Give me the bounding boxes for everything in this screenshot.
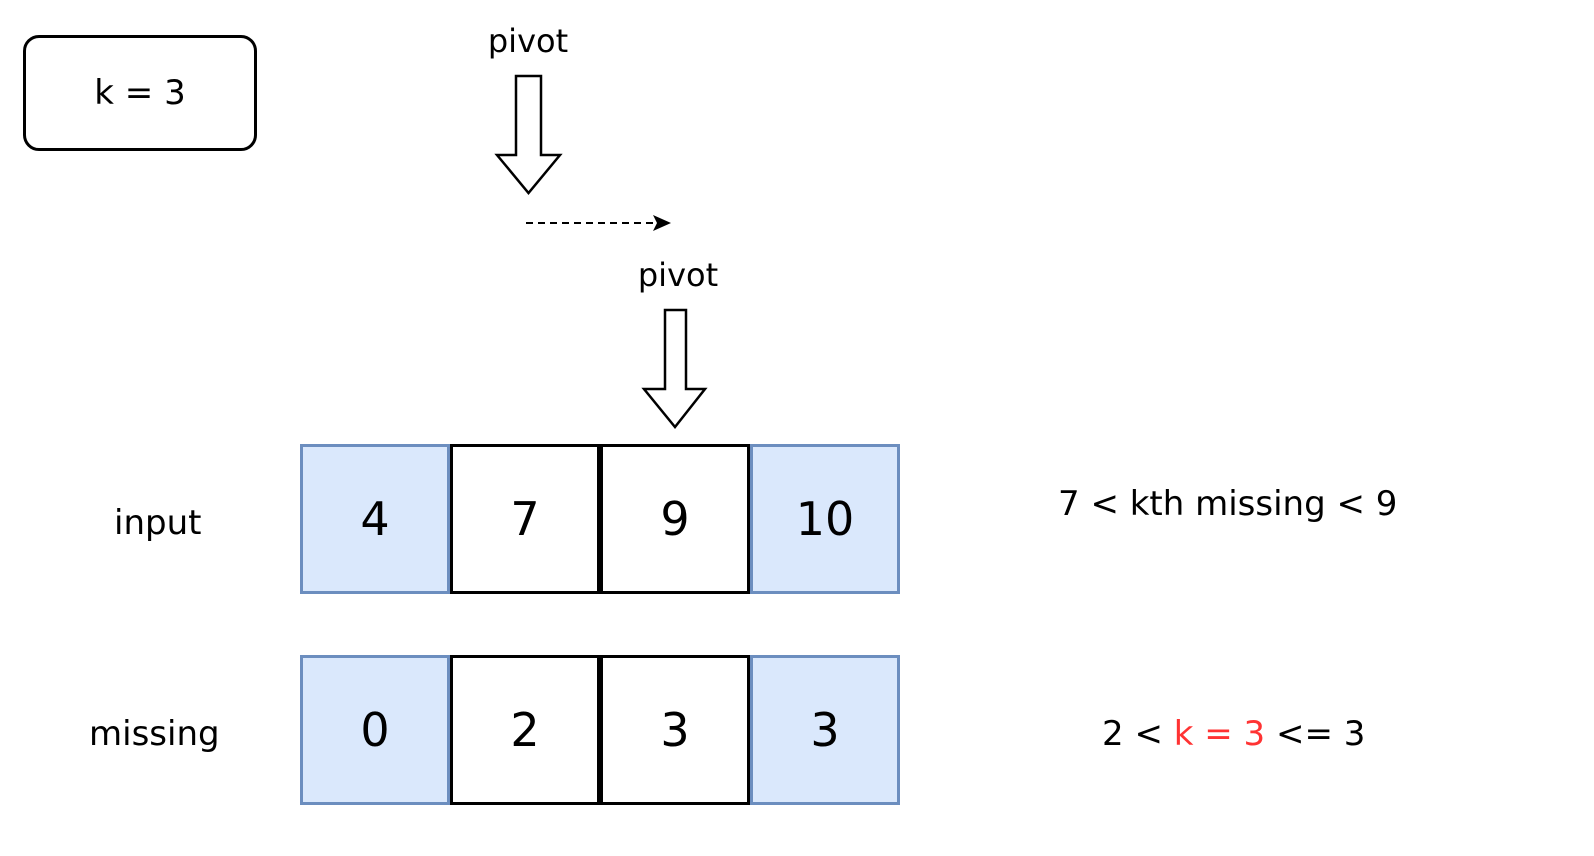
- row-label-missing: missing: [89, 714, 220, 754]
- missing-range-note: 2 < k = 3 <= 3: [1102, 714, 1365, 754]
- missing-cell: 3: [600, 655, 750, 805]
- input-cell: 10: [750, 444, 900, 594]
- missing-note-suffix: <= 3: [1265, 714, 1366, 754]
- input-cell: 7: [450, 444, 600, 594]
- input-cell: 9: [600, 444, 750, 594]
- pivot-label-moved: pivot: [637, 256, 719, 294]
- missing-note-highlight: k = 3: [1173, 714, 1266, 754]
- k-value-box: k = 3: [23, 35, 257, 151]
- missing-cell: 0: [300, 655, 450, 805]
- input-range-note: 7 < kth missing < 9: [1058, 484, 1398, 524]
- pivot-down-arrow-moved: [641, 308, 708, 429]
- pivot-down-arrow-initial: [494, 74, 563, 195]
- pivot-move-arrow: [526, 215, 671, 231]
- pivot-label-initial: pivot: [487, 22, 569, 60]
- missing-note-prefix: 2 <: [1102, 714, 1174, 754]
- input-cell: 4: [300, 444, 450, 594]
- missing-cell: 2: [450, 655, 600, 805]
- row-label-input: input: [114, 503, 202, 543]
- missing-cell: 3: [750, 655, 900, 805]
